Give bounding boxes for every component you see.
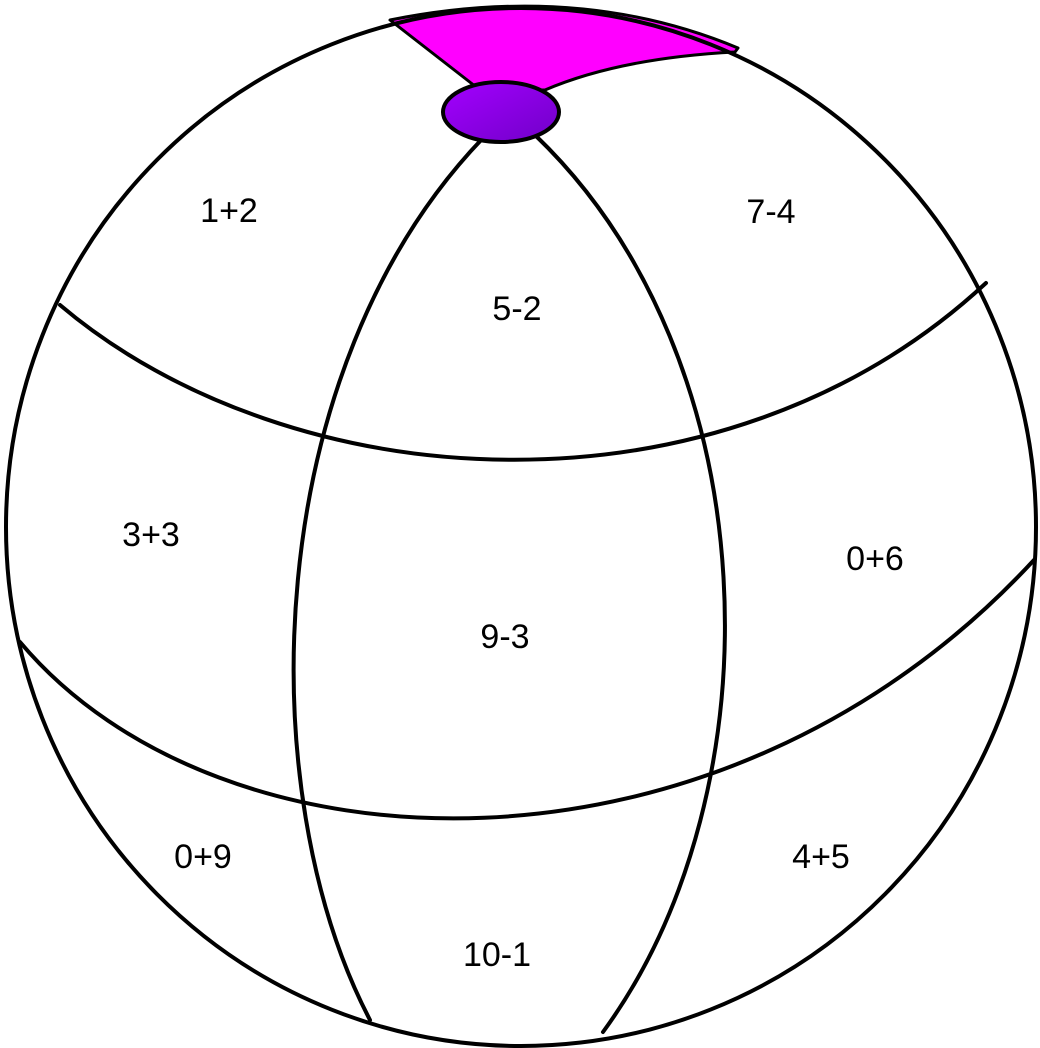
top-color-patch — [390, 6, 738, 90]
cell-label-bottom-center: 10-1 — [463, 936, 531, 974]
cell-label-top-right: 7-4 — [746, 193, 795, 231]
cell-label-top-center: 5-2 — [492, 290, 541, 328]
cell-label-middle-center: 9-3 — [480, 618, 529, 656]
lower-latitude-line — [20, 560, 1034, 818]
cell-label-bottom-right: 4+5 — [792, 838, 850, 876]
left-meridian-line — [294, 138, 483, 1020]
cell-label-middle-left: 3+3 — [122, 516, 180, 554]
cell-label-bottom-left: 0+9 — [174, 838, 232, 876]
cell-label-top-left: 1+2 — [200, 192, 258, 230]
cell-label-middle-right: 0+6 — [846, 540, 904, 578]
valve-knob — [443, 82, 559, 142]
right-meridian-line — [535, 135, 725, 1032]
